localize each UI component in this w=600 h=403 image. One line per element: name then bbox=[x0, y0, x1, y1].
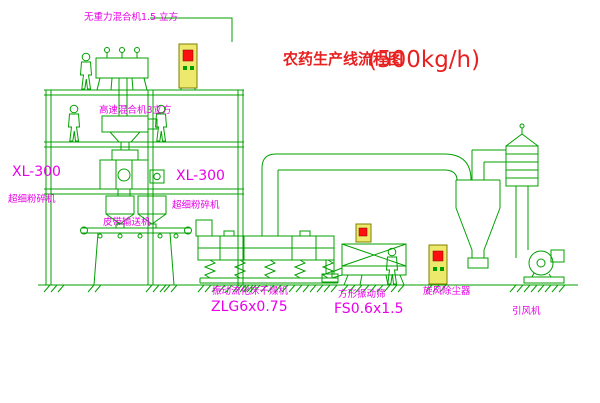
worker-figure-mid-left bbox=[68, 104, 80, 142]
diagram-title: 农药生产线流程图 bbox=[282, 50, 403, 68]
building-structure bbox=[44, 89, 244, 285]
label-cyclone: 旋风除尘器 bbox=[423, 285, 471, 297]
worker-figure-top bbox=[80, 52, 92, 90]
exhaust-stack bbox=[505, 123, 539, 258]
vibrating-screen bbox=[331, 223, 407, 286]
leader-line-top bbox=[150, 17, 233, 42]
label-screen-name: 方形振动筛 bbox=[338, 288, 386, 300]
label-screen-model: FS0.6x1.5 bbox=[334, 301, 404, 317]
discharge-bins bbox=[105, 195, 167, 229]
label-high-speed-mixer: 高速混合机3立方 bbox=[99, 104, 172, 116]
label-belt-conveyor: 皮带输送机 bbox=[103, 216, 151, 228]
gravity-mixer bbox=[95, 47, 149, 116]
ground-line bbox=[38, 284, 578, 293]
label-crusher-mid-model: XL-300 bbox=[176, 168, 225, 184]
label-gravity-mixer: 无重力混合机1.5 立方 bbox=[84, 11, 178, 23]
label-fan: 引风机 bbox=[512, 305, 541, 317]
control-cabinet bbox=[428, 244, 448, 285]
label-crusher-left-name: 超细粉碎机 bbox=[8, 193, 56, 205]
fluid-bed-dryer bbox=[195, 219, 339, 284]
belt-conveyor bbox=[80, 226, 192, 286]
induced-draft-fan bbox=[523, 249, 565, 284]
label-dryer-name: 振动流化床干燥机 bbox=[212, 285, 289, 297]
exhaust-duct bbox=[261, 153, 472, 236]
high-speed-mixer bbox=[101, 115, 158, 150]
diagram-title-capacity: (500kg/h) bbox=[368, 47, 480, 73]
ultrafine-crusher bbox=[99, 149, 165, 196]
label-crusher-left-model: XL-300 bbox=[12, 164, 61, 180]
control-panel-top bbox=[178, 43, 198, 90]
cyclone-separator bbox=[455, 149, 506, 269]
label-crusher-mid-name: 超细粉碎机 bbox=[172, 199, 220, 211]
label-dryer-model: ZLG6x0.75 bbox=[211, 299, 288, 315]
